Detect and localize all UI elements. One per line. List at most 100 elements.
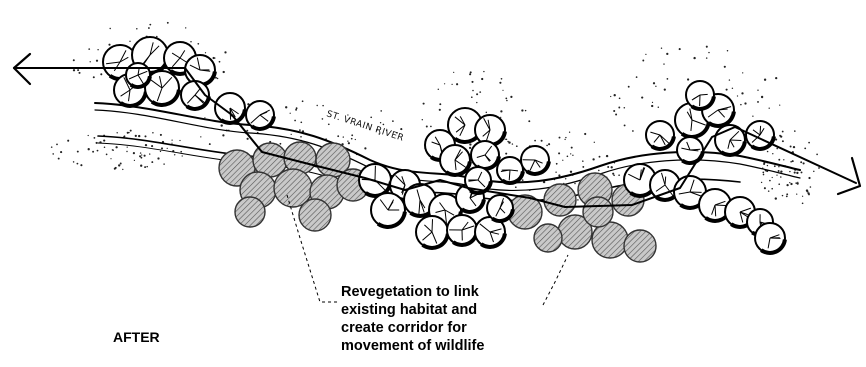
stipple-dot <box>223 71 225 73</box>
stipple-dot <box>348 142 350 144</box>
stipple-dot <box>214 57 215 58</box>
stipple-dot <box>706 46 708 48</box>
stipple-dot <box>762 172 764 174</box>
stipple-dot <box>426 125 428 127</box>
stipple-dot <box>742 72 743 73</box>
stipple-dot <box>160 134 162 136</box>
stipple-dot <box>114 168 116 170</box>
stipple-dot <box>584 133 586 135</box>
stipple-dot <box>790 183 792 185</box>
stipple-dot <box>666 53 668 55</box>
stipple-dot <box>300 121 302 123</box>
stipple-dot <box>88 148 90 150</box>
stipple-dot <box>171 139 172 140</box>
stipple-dot <box>565 178 566 179</box>
stipple-dot <box>141 154 142 155</box>
stipple-dot <box>741 92 743 94</box>
stipple-dot <box>661 47 662 48</box>
stipple-dot <box>205 52 206 53</box>
stipple-dot <box>96 60 98 62</box>
stipple-dot <box>380 110 382 112</box>
stipple-dot <box>247 138 249 140</box>
stipple-dot <box>58 158 60 160</box>
stipple-dot <box>624 124 626 126</box>
stipple-dot <box>693 57 695 59</box>
stipple-dot <box>67 140 69 142</box>
stipple-dot <box>508 141 510 143</box>
stipple-dot <box>80 164 82 166</box>
stipple-dot <box>522 179 524 181</box>
stipple-dot <box>500 110 502 112</box>
stipple-dot <box>90 61 91 62</box>
stipple-dot <box>128 132 129 133</box>
stipple-dot <box>667 78 669 80</box>
stage-label: AFTER <box>113 329 160 345</box>
stipple-dot <box>97 49 98 50</box>
tree-canopy <box>447 215 477 245</box>
stipple-dot <box>763 174 765 176</box>
stipple-dot <box>525 110 526 111</box>
stipple-dot <box>322 105 324 107</box>
stipple-dot <box>294 120 296 122</box>
stipple-dot <box>97 150 99 152</box>
stipple-dot <box>651 105 653 107</box>
stipple-dot <box>802 202 804 204</box>
stipple-dot <box>559 137 561 139</box>
stipple-dot <box>444 83 445 84</box>
stipple-dot <box>337 135 339 137</box>
stipple-dot <box>577 199 579 201</box>
tree-canopy <box>497 157 523 183</box>
stipple-dot <box>127 146 128 147</box>
stipple-dot <box>140 165 142 167</box>
callout-line: existing habitat and <box>341 301 484 319</box>
revegetation-shrub <box>624 230 656 262</box>
stipple-dot <box>570 171 572 173</box>
stipple-dot <box>782 195 783 196</box>
stipple-dot <box>51 146 53 148</box>
stipple-dot <box>469 73 471 75</box>
stipple-dot <box>88 48 90 50</box>
stipple-dot <box>221 124 223 126</box>
stipple-dot <box>179 140 180 141</box>
stipple-dot <box>779 135 781 137</box>
stipple-dot <box>641 97 643 99</box>
stipple-dot <box>126 151 127 152</box>
stipple-dot <box>764 187 766 189</box>
stipple-dot <box>174 154 175 155</box>
stipple-dot <box>351 138 353 140</box>
stipple-dot <box>619 97 621 99</box>
stipple-dot <box>351 134 353 136</box>
stipple-dot <box>612 173 614 175</box>
stipple-dot <box>515 186 517 188</box>
stipple-dot <box>469 147 471 149</box>
stipple-dot <box>140 152 141 153</box>
stipple-dot <box>652 102 653 103</box>
stipple-dot <box>505 97 507 99</box>
stipple-dot <box>109 28 110 29</box>
stipple-dot <box>136 28 138 30</box>
stipple-dot <box>729 79 730 80</box>
stipple-dot <box>209 143 211 145</box>
stipple-dot <box>499 82 501 84</box>
tree-canopy <box>475 115 505 145</box>
stipple-dot <box>470 71 472 73</box>
stipple-dot <box>767 151 769 153</box>
stipple-dot <box>106 154 108 156</box>
stipple-dot <box>658 107 659 108</box>
stipple-dot <box>370 116 372 118</box>
stipple-dot <box>110 158 111 159</box>
stipple-dot <box>782 131 784 133</box>
stipple-dot <box>772 153 773 154</box>
stipple-dot <box>290 113 291 114</box>
stipple-dot <box>217 78 218 79</box>
stipple-dot <box>804 147 806 149</box>
tree-canopy <box>416 216 448 248</box>
stipple-dot <box>789 182 790 183</box>
stipple-dot <box>486 112 487 113</box>
stipple-dot <box>789 171 790 172</box>
stipple-dot <box>813 171 814 172</box>
revegetation-shrub <box>544 184 576 216</box>
stipple-dot <box>632 130 634 132</box>
stipple-dot <box>96 142 98 144</box>
stipple-dot <box>439 103 441 105</box>
